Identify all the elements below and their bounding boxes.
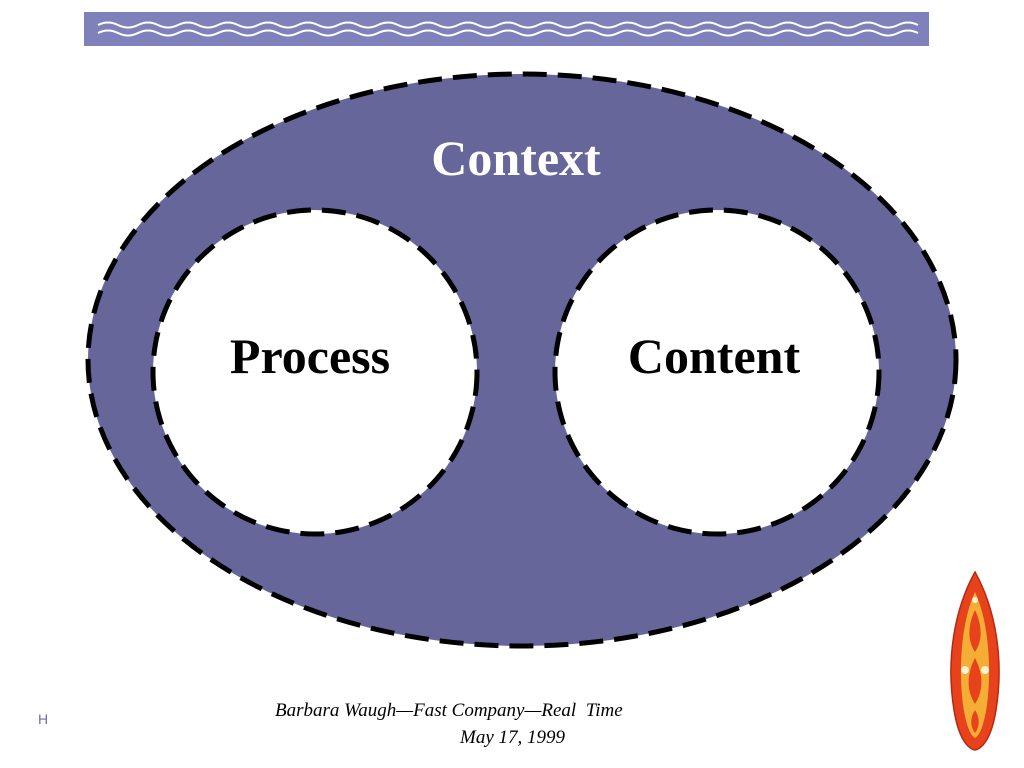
footer-date: May 17, 1999	[460, 727, 566, 748]
leaf-ornament-icon	[950, 570, 1000, 751]
ornament-flame-1	[969, 610, 981, 652]
ornament-dot-left	[961, 666, 969, 674]
ornament-dot-top	[972, 597, 978, 603]
ornament-flame-3	[971, 710, 979, 733]
ornament-dot-right	[981, 666, 989, 674]
wave-banner-icon	[84, 12, 929, 46]
context-label: Context	[431, 130, 601, 186]
content-label: Content	[628, 328, 801, 384]
banner-background	[84, 12, 929, 46]
banner-wave-1	[97, 21, 919, 29]
footer-attribution: Barbara Waugh—Fast Company—Real Time	[275, 700, 623, 721]
ornament-flame-2	[968, 658, 982, 704]
content-circle	[552, 207, 882, 537]
process-label: Process	[230, 328, 390, 384]
corner-mark-icon: H	[38, 711, 49, 727]
process-circle	[150, 207, 480, 537]
banner-wave-2	[97, 29, 919, 37]
